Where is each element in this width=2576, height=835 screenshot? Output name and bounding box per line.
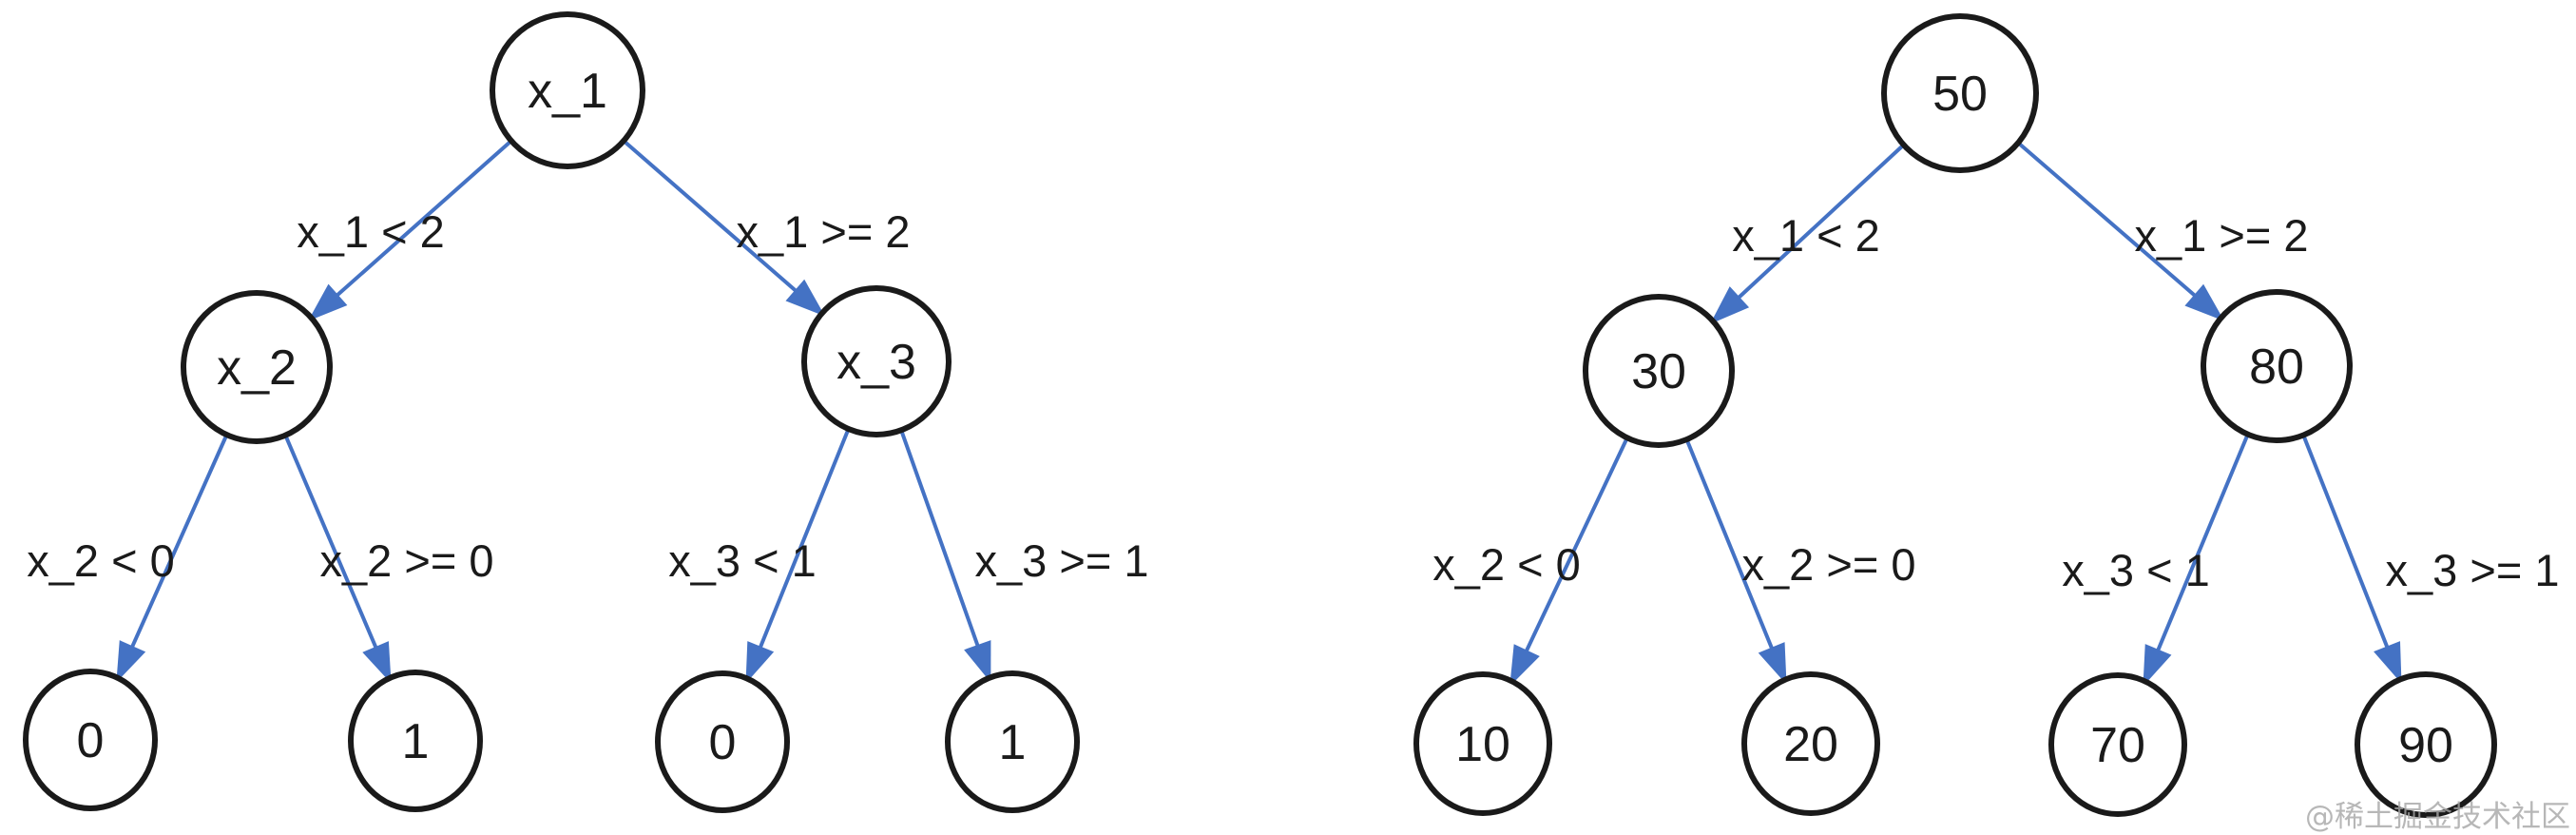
node-circle — [1741, 671, 1880, 816]
node-label: 80 — [2249, 340, 2304, 395]
left-tree-leaf-node-1: 0 — [23, 669, 158, 811]
node-circle — [1881, 13, 2039, 173]
right-tree-edge-label-right-right: x_3 >= 1 — [2386, 545, 2560, 595]
right-tree-edge-left-to-leaf2-arrow — [1684, 437, 1787, 685]
left-tree-leaf-node-2: 1 — [348, 670, 483, 812]
node-circle — [490, 11, 645, 169]
left-tree-right-child-node: x_3 — [801, 285, 952, 437]
right-tree-edge-left-to-leaf1-arrow — [1509, 437, 1629, 687]
left-tree-root-node: x_1 — [490, 11, 645, 169]
node-label: 70 — [2090, 718, 2145, 773]
right-tree-edge-root-to-right-arrow — [2016, 141, 2225, 321]
left-tree-edge-left-to-leaf1-arrow — [116, 433, 229, 683]
left-tree-edge-label-left-right: x_2 >= 0 — [320, 535, 494, 586]
node-label: x_3 — [836, 335, 916, 390]
node-label: 90 — [2398, 718, 2453, 773]
right-tree-edge-label-left-left: x_2 < 0 — [1432, 539, 1580, 590]
right-tree-left-child-node: 30 — [1583, 294, 1735, 448]
left-tree-edge-right-to-leaf3-arrow — [745, 427, 851, 684]
node-label: 10 — [1455, 717, 1510, 772]
left-tree-leaf-node-3: 0 — [655, 670, 790, 813]
left-tree-edge-label-root-right: x_1 >= 2 — [737, 206, 911, 257]
left-tree-edge-left-to-leaf2-arrow — [283, 434, 392, 684]
node-circle — [1583, 294, 1735, 448]
right-tree-edge-label-left-right: x_2 >= 0 — [1742, 539, 1916, 590]
left-tree-leaf-node-4: 1 — [945, 670, 1080, 813]
right-tree-edge-label-right-left: x_3 < 1 — [2062, 545, 2209, 595]
node-circle — [348, 670, 483, 812]
node-circle — [23, 669, 158, 811]
node-circle — [945, 670, 1080, 813]
left-tree-edge-label-right-left: x_3 < 1 — [668, 535, 816, 586]
right-tree-leaf-node-1: 10 — [1413, 671, 1552, 816]
node-label: 20 — [1783, 717, 1838, 772]
node-label: 0 — [709, 715, 737, 770]
node-label: x_2 — [217, 340, 297, 396]
left-tree-edge-root-to-right-arrow — [622, 139, 826, 317]
node-circle — [2048, 672, 2187, 817]
node-circle — [655, 670, 790, 813]
watermark-text: @稀土掘金技术社区 — [2305, 800, 2570, 834]
node-circle — [2201, 289, 2353, 443]
node-label: 30 — [1631, 344, 1686, 399]
right-tree-edge-root-to-left-arrow — [1710, 143, 1906, 324]
node-label: 50 — [1932, 67, 1988, 122]
right-tree-edge-label-root-right: x_1 >= 2 — [2135, 210, 2309, 261]
left-tree-left-child-node: x_2 — [181, 290, 333, 444]
node-circle — [1413, 671, 1552, 816]
left-tree-edge-label-root-left: x_1 < 2 — [297, 206, 444, 257]
node-circle — [801, 285, 952, 437]
right-tree-edge-label-root-left: x_1 < 2 — [1732, 210, 1879, 261]
left-tree-edge-label-right-right: x_3 >= 1 — [975, 535, 1149, 586]
right-tree-edge-right-to-leaf3-arrow — [2143, 433, 2250, 687]
left-tree-edge-right-to-leaf4-arrow — [899, 429, 991, 683]
left-tree-edge-label-left-left: x_2 < 0 — [27, 535, 174, 586]
right-tree-leaf-node-4: 90 — [2355, 671, 2497, 818]
right-tree: x_1 < 2 x_1 >= 2 x_2 < 0 x_2 >= 0 x_3 < … — [1413, 13, 2560, 818]
left-tree-edge-root-to-left-arrow — [308, 139, 513, 321]
node-label: x_1 — [528, 64, 607, 119]
node-label: 0 — [77, 713, 105, 768]
right-tree-leaf-node-3: 70 — [2048, 672, 2187, 817]
right-tree-edge-right-to-leaf4-arrow — [2301, 434, 2402, 684]
node-label: 1 — [402, 714, 430, 769]
node-label: 1 — [999, 715, 1027, 770]
left-tree: x_1 < 2 x_1 >= 2 x_2 < 0 x_2 >= 0 x_3 < … — [23, 11, 1149, 813]
node-circle — [2355, 671, 2497, 818]
right-tree-root-node: 50 — [1881, 13, 2039, 173]
node-circle — [181, 290, 333, 444]
right-tree-right-child-node: 80 — [2201, 289, 2353, 443]
right-tree-leaf-node-2: 20 — [1741, 671, 1880, 816]
